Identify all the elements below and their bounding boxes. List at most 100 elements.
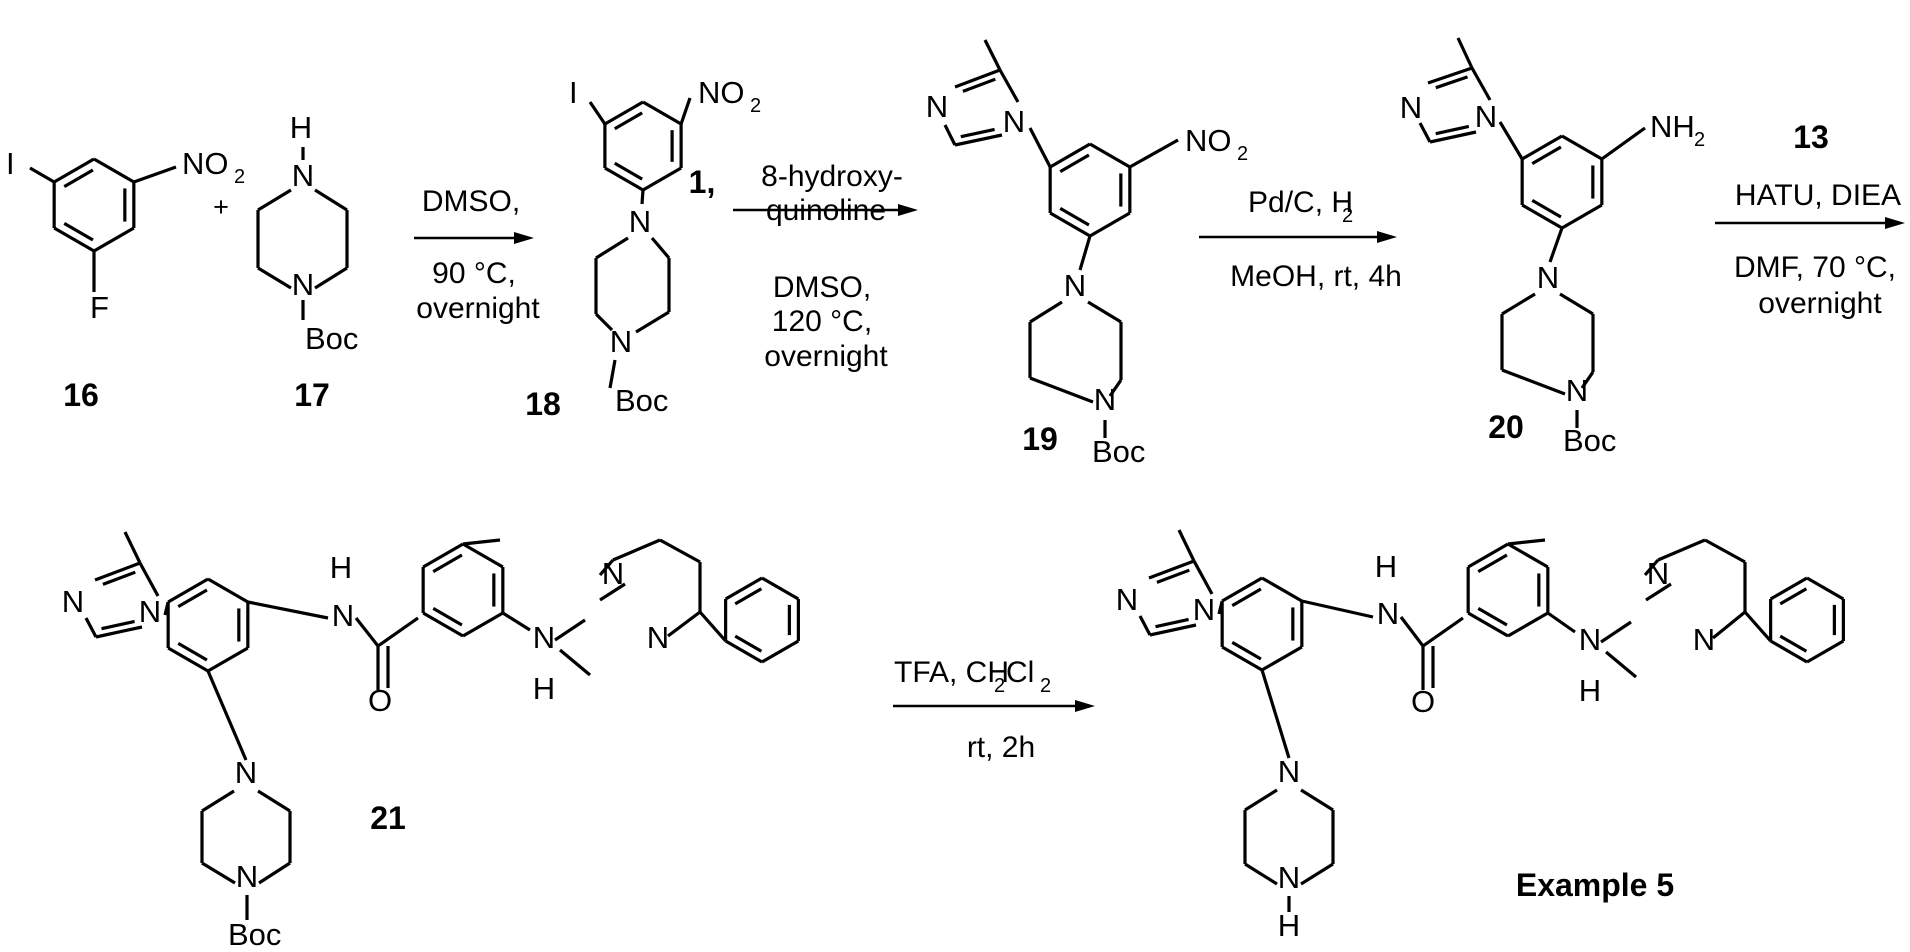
condition-catalyst-line-2: quinoline xyxy=(766,194,886,227)
bond-line xyxy=(643,102,681,124)
bond-line xyxy=(643,168,681,190)
compound-label-19: 19 xyxy=(1022,421,1058,457)
bond-line xyxy=(1194,561,1212,594)
bond-line xyxy=(555,620,585,640)
bond-line xyxy=(202,791,234,811)
bond-line xyxy=(762,641,798,662)
atom-n: N xyxy=(236,859,258,894)
bond-line xyxy=(1436,126,1469,133)
boc-group: Boc xyxy=(228,917,281,952)
bond-line xyxy=(1548,613,1575,632)
bond-line xyxy=(258,268,291,288)
bond-line xyxy=(1472,68,1490,100)
bond-line xyxy=(700,612,726,641)
bond-line xyxy=(762,578,798,599)
bond-line xyxy=(681,98,690,124)
bond-line xyxy=(726,578,762,599)
bond-line xyxy=(1179,530,1194,561)
bond-line xyxy=(1602,128,1645,159)
atom-n: N xyxy=(292,158,314,193)
bond-line xyxy=(1428,68,1472,83)
bond-line xyxy=(1468,613,1508,636)
bond-line xyxy=(140,563,158,596)
reagent-compound-1: 1, xyxy=(689,164,716,200)
atom-h: H xyxy=(1579,673,1601,708)
bond-line xyxy=(1500,122,1522,159)
atom-n: N xyxy=(332,598,354,633)
atom-n: N xyxy=(1400,90,1422,125)
bond-line xyxy=(94,228,134,251)
bond-line xyxy=(1301,864,1333,884)
bond-line xyxy=(1522,136,1562,159)
bond-line xyxy=(202,863,235,883)
bond-line xyxy=(1745,612,1771,641)
compound-label-18: 18 xyxy=(525,386,561,422)
bond-line xyxy=(1807,578,1843,599)
bond-line xyxy=(1423,618,1463,646)
atom-iodine: I xyxy=(569,75,578,110)
bond-line xyxy=(86,618,96,637)
condition-catalyst: Pd/C, H xyxy=(1248,186,1353,219)
bond-line xyxy=(668,612,700,636)
bond-line xyxy=(1050,213,1090,236)
atom-n: N xyxy=(610,324,632,359)
amine-subscript: 2 xyxy=(1694,129,1705,151)
reagent-compound-13: 13 xyxy=(1793,119,1829,155)
boc-group: Boc xyxy=(615,383,668,418)
bond-line xyxy=(503,613,530,630)
boc-group: Boc xyxy=(1092,434,1145,469)
arrow-head xyxy=(1377,231,1397,243)
bond-line xyxy=(258,791,290,811)
bond-line xyxy=(1771,641,1807,662)
atom-n: N xyxy=(629,204,651,239)
bond-line xyxy=(101,621,134,628)
atom-n: N xyxy=(1693,622,1715,657)
atom-nitro-group: NO xyxy=(698,75,745,110)
arrow-head xyxy=(514,232,534,244)
bond-line xyxy=(1302,601,1373,617)
condition-time: overnight xyxy=(764,340,888,373)
bond-line xyxy=(1088,302,1121,322)
atom-n: N xyxy=(1094,382,1116,417)
atom-nitro-group: NO xyxy=(182,146,229,181)
atom-n: N xyxy=(1278,860,1300,895)
atom-h: H xyxy=(290,110,312,145)
atom-fluorine: F xyxy=(90,290,109,325)
atom-nitro-group: NO xyxy=(1185,123,1232,158)
bond-line xyxy=(356,618,378,646)
condition-deprotection-reagents: TFA, CH xyxy=(894,656,1009,689)
bond-line xyxy=(463,613,503,636)
bond-line xyxy=(168,648,208,671)
boc-group: Boc xyxy=(305,321,358,356)
bond-line xyxy=(1502,370,1565,394)
condition-solvent: DMSO, xyxy=(773,271,871,304)
nitro-subscript: 2 xyxy=(1237,143,1248,165)
bond-line xyxy=(1705,540,1745,562)
bond-line xyxy=(248,602,328,618)
atom-n: N xyxy=(533,620,555,655)
bond-line xyxy=(1050,144,1090,167)
bond-line xyxy=(1222,647,1262,670)
atom-n: N xyxy=(1537,260,1559,295)
arrow-head xyxy=(1885,217,1905,229)
bond-line xyxy=(378,618,418,646)
compound-20-structure: N N NH 2 N N Boc xyxy=(1400,90,1705,458)
bond-line xyxy=(590,102,605,124)
atom-h: H xyxy=(1375,549,1397,584)
bond-line xyxy=(1262,578,1302,601)
condition-temperature-time: rt, 2h xyxy=(967,731,1035,764)
cl2-subscript: 2 xyxy=(1040,675,1051,697)
reaction-arrows xyxy=(414,204,1905,712)
bond-line xyxy=(463,544,503,567)
bond-line xyxy=(1000,70,1018,102)
condition-coupling-reagents: HATU, DIEA xyxy=(1735,179,1901,212)
atom-n: N xyxy=(1475,99,1497,134)
atom-n: N xyxy=(1579,622,1601,657)
atom-n: N xyxy=(647,620,669,655)
ch2-subscript: 2 xyxy=(994,675,1005,697)
step-3-conditions: Pd/C, H 2 MeOH, rt, 4h xyxy=(1230,186,1402,293)
condition-time: overnight xyxy=(416,292,540,325)
nitro-subscript: 2 xyxy=(234,166,245,188)
bond-line xyxy=(54,159,94,182)
